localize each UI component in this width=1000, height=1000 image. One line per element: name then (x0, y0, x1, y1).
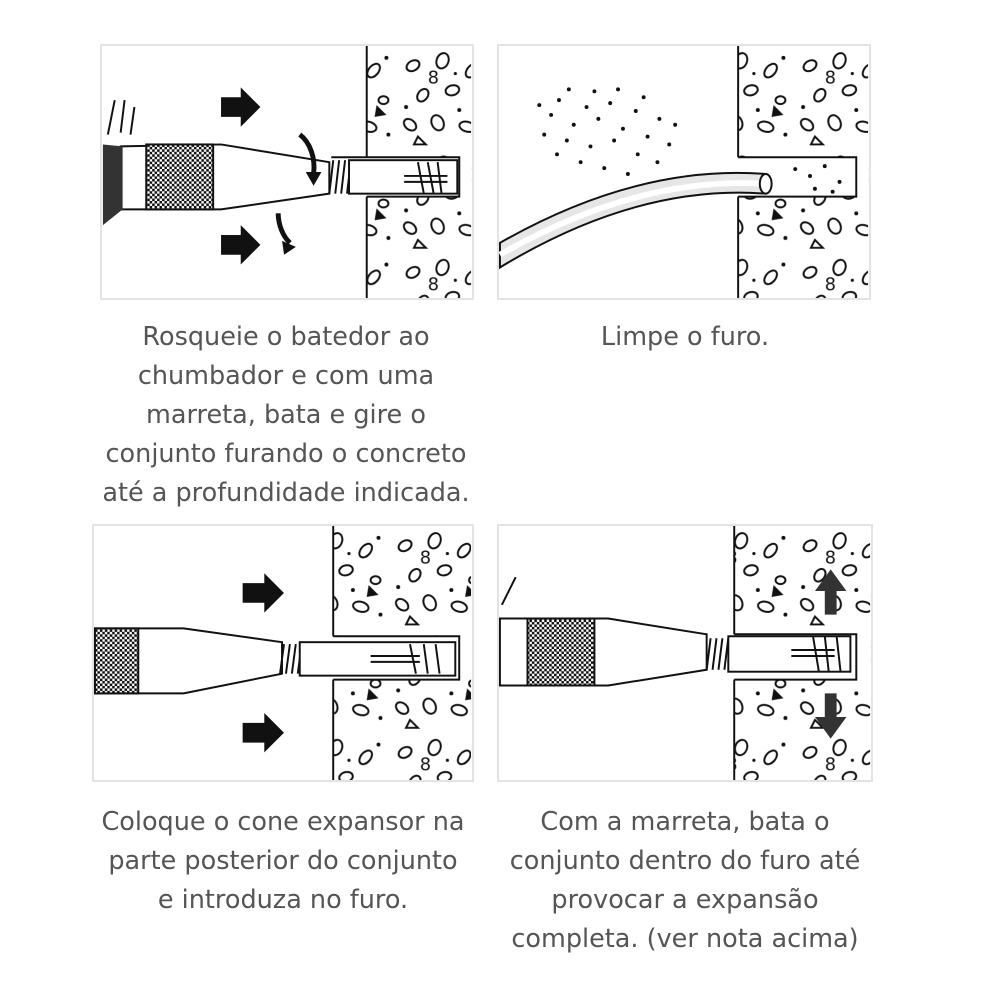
step-4-illustration (497, 524, 873, 782)
arrow-right-icon (242, 713, 284, 753)
arrow-right-icon (242, 573, 284, 613)
arrow-right-icon (221, 87, 261, 127)
arrow-up-icon (814, 569, 847, 615)
step-4-drawing (499, 526, 871, 780)
arrow-down-icon (814, 693, 847, 739)
step-4-caption: Com a marreta, bata o conjunto dentro do… (509, 807, 861, 954)
step-2-illustration (497, 44, 871, 300)
threads (328, 160, 352, 194)
step-3-drawing (94, 526, 472, 780)
step-3-illustration (92, 524, 474, 782)
arrow-right-icon (221, 225, 261, 265)
step-3-caption: Coloque o cone expansor na parte posteri… (101, 807, 465, 915)
step-2-caption: Limpe o furo. (600, 322, 770, 352)
step-1-caption: Rosqueie o batedor ao chumbador e com um… (102, 322, 470, 508)
step-2-drawing (499, 46, 869, 298)
dust-particles (537, 87, 842, 194)
rotate-arrow-icon (275, 132, 317, 245)
step-1-illustration (100, 44, 474, 300)
step-1-drawing (102, 46, 472, 298)
